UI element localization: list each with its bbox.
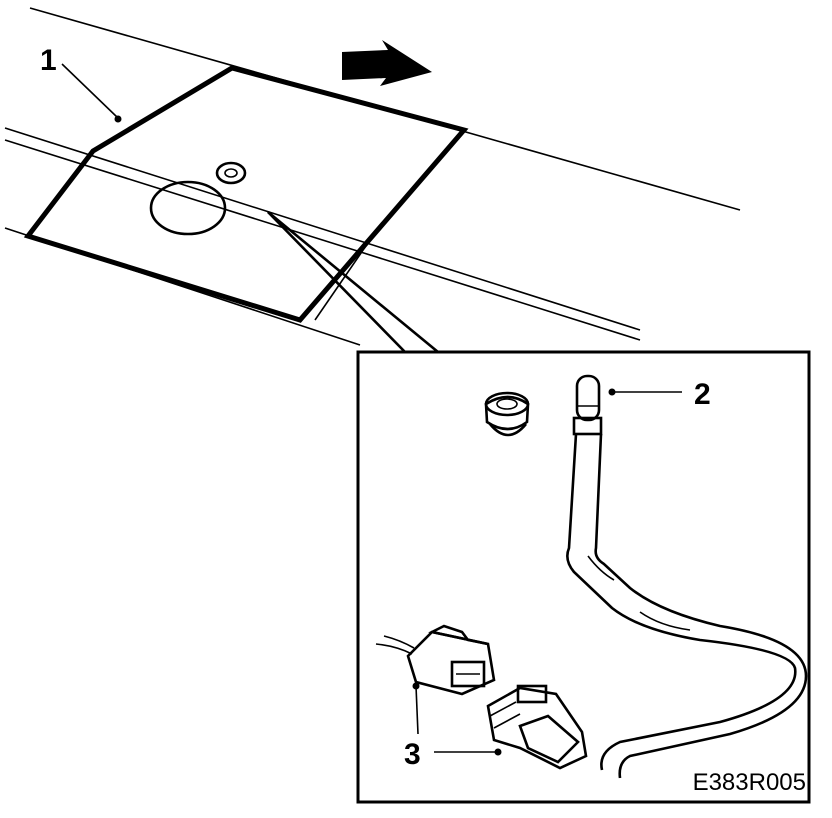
callout-2-label: 2 [694, 378, 711, 411]
connector-female [375, 624, 496, 696]
sensor-hole [149, 180, 227, 236]
cover-plate [23, 65, 469, 323]
temperature-sensor [572, 374, 603, 436]
grommet-detail [484, 391, 530, 437]
callout-2-dot [608, 388, 616, 396]
callout-1-label: 1 [40, 44, 57, 77]
callout-3-dot-upper [412, 682, 420, 690]
magnification-wedge [267, 210, 439, 354]
figure-code: E383R005 [693, 769, 806, 796]
grommet-in-plate [215, 161, 247, 185]
callout-3-leader-upper [415, 685, 419, 735]
detail-inset [356, 350, 811, 804]
sensor-cable [566, 433, 808, 779]
direction-arrow-icon [342, 40, 432, 86]
callout-3-label: 3 [404, 738, 421, 771]
callout-1-leader [61, 63, 119, 119]
callout-1-dot [114, 115, 122, 123]
connector-male [486, 684, 588, 770]
callout-3-dot-lower [494, 748, 502, 756]
